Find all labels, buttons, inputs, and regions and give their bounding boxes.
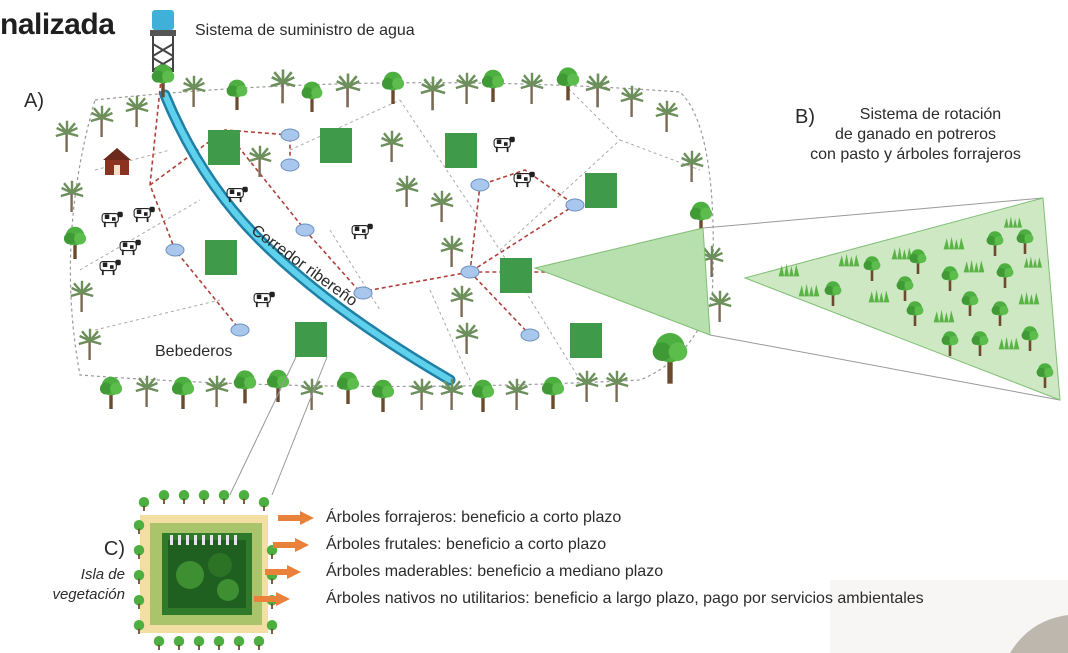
- section-b-line1: Sistema de rotación: [859, 106, 1002, 123]
- water-tower-icon: [150, 10, 176, 72]
- water-pipes: [149, 69, 625, 336]
- background-photo-fragment: [830, 580, 1068, 653]
- benefit-item-timber: Árboles maderables: beneficio a mediano …: [326, 563, 664, 580]
- paddocks: [205, 128, 617, 358]
- troughs-label: Bebederos: [155, 343, 233, 360]
- vegetation-island: [130, 490, 280, 650]
- water-system-label: Sistema de suministro de agua: [195, 22, 415, 39]
- paddock-dividers: [79, 79, 701, 381]
- arrow-fodder: [278, 511, 314, 525]
- farm-boundary: [69, 82, 714, 388]
- rotation-zoom: [533, 197, 1061, 401]
- section-b-line3: con pasto y árboles forrajeros: [810, 146, 1021, 163]
- section-a-letter: A): [24, 90, 44, 112]
- benefit-item-fodder: Árboles forrajeros: beneficio a corto pl…: [326, 509, 622, 526]
- benefit-item-fruit: Árboles frutales: beneficio a corto plaz…: [326, 536, 607, 553]
- benefit-item-native: Árboles nativos no utilitarios: benefici…: [326, 590, 924, 607]
- section-b-letter: B): [795, 106, 815, 128]
- section-b-line2: de ganado en potreros: [834, 126, 996, 143]
- page-title: nalizada: [0, 8, 115, 41]
- barn-icon: [103, 148, 131, 175]
- section-c-name-line2: vegetación: [52, 586, 125, 603]
- section-c-letter: C): [103, 538, 125, 560]
- section-c-name-line1: Isla de: [80, 566, 125, 583]
- vegetation-island-zoom: [224, 356, 328, 506]
